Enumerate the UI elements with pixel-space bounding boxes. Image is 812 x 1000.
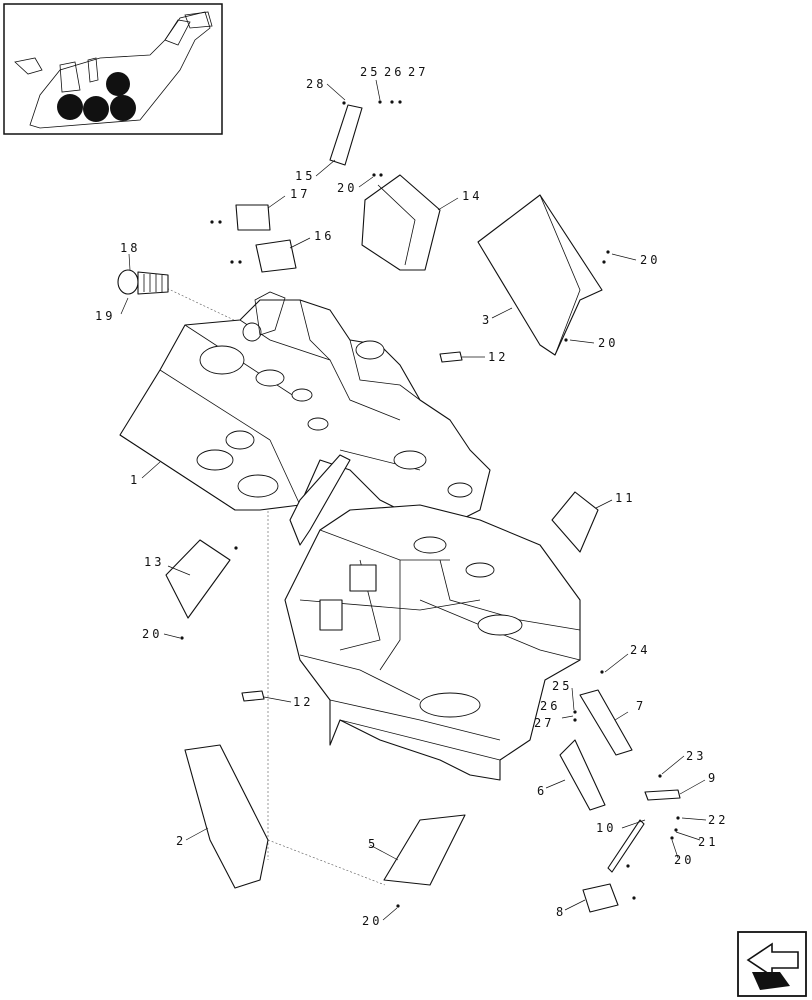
rod-part-10 bbox=[607, 819, 645, 873]
callout-18: 18 bbox=[120, 241, 140, 255]
harvester-thumbnail-icon[interactable] bbox=[3, 3, 223, 135]
strip-part-6 bbox=[559, 739, 606, 811]
callout-12: 12 bbox=[293, 695, 313, 709]
bracket-part-16 bbox=[255, 239, 297, 273]
callout-24: 24 bbox=[630, 643, 650, 657]
bracket-part-8 bbox=[582, 883, 619, 913]
callout-16: 16 bbox=[314, 229, 334, 243]
link-part-12a bbox=[439, 351, 463, 363]
lower-frame bbox=[284, 454, 581, 781]
callout-19: 19 bbox=[95, 309, 115, 323]
shield-part-3 bbox=[477, 194, 603, 356]
plate-part-11 bbox=[551, 491, 599, 553]
shield-part-13 bbox=[165, 539, 231, 619]
cover-part-14 bbox=[361, 174, 441, 271]
callout-13: 13 bbox=[144, 555, 164, 569]
callout-12: 12 bbox=[488, 350, 508, 364]
callout-26: 26 bbox=[384, 65, 404, 79]
callout-2: 2 bbox=[176, 834, 186, 848]
strip-part-7 bbox=[579, 689, 633, 756]
shield-part-2 bbox=[184, 744, 269, 889]
callout-6: 6 bbox=[537, 784, 547, 798]
leader-lines bbox=[120, 79, 707, 921]
callout-5: 5 bbox=[368, 837, 378, 851]
callout-15: 15 bbox=[295, 169, 315, 183]
callout-20: 20 bbox=[640, 253, 660, 267]
fasteners bbox=[180, 100, 680, 908]
roller-part-18 bbox=[117, 269, 169, 295]
callout-20: 20 bbox=[598, 336, 618, 350]
callout-3: 3 bbox=[482, 313, 492, 327]
callout-14: 14 bbox=[462, 189, 482, 203]
plate-part-5 bbox=[383, 814, 466, 886]
plate-part-15 bbox=[329, 104, 363, 166]
callout-27: 27 bbox=[534, 716, 554, 730]
callout-9: 9 bbox=[708, 771, 718, 785]
callout-10: 10 bbox=[596, 821, 616, 835]
callout-27: 27 bbox=[408, 65, 428, 79]
main-frame bbox=[119, 291, 491, 521]
bracket-part-17 bbox=[235, 204, 271, 231]
callout-20: 20 bbox=[362, 914, 382, 928]
callout-labels: 28 25 26 27 15 20 14 17 16 18 19 20 3 20… bbox=[95, 65, 728, 928]
bracket-part-9 bbox=[644, 789, 681, 801]
callout-25: 25 bbox=[360, 65, 380, 79]
callout-20: 20 bbox=[674, 853, 694, 867]
callout-20: 20 bbox=[337, 181, 357, 195]
callout-8: 8 bbox=[556, 905, 566, 919]
arrow-navigation-icon[interactable] bbox=[737, 931, 807, 997]
callout-20: 20 bbox=[142, 627, 162, 641]
callout-26: 26 bbox=[540, 699, 560, 713]
callout-1: 1 bbox=[130, 473, 140, 487]
callout-28: 28 bbox=[306, 77, 326, 91]
link-part-12b bbox=[241, 690, 265, 702]
callout-7: 7 bbox=[636, 699, 646, 713]
callout-21: 21 bbox=[698, 835, 718, 849]
callout-17: 17 bbox=[290, 187, 310, 201]
callout-11: 11 bbox=[615, 491, 635, 505]
callout-23: 23 bbox=[686, 749, 706, 763]
callout-25: 25 bbox=[552, 679, 572, 693]
callout-22: 22 bbox=[708, 813, 728, 827]
